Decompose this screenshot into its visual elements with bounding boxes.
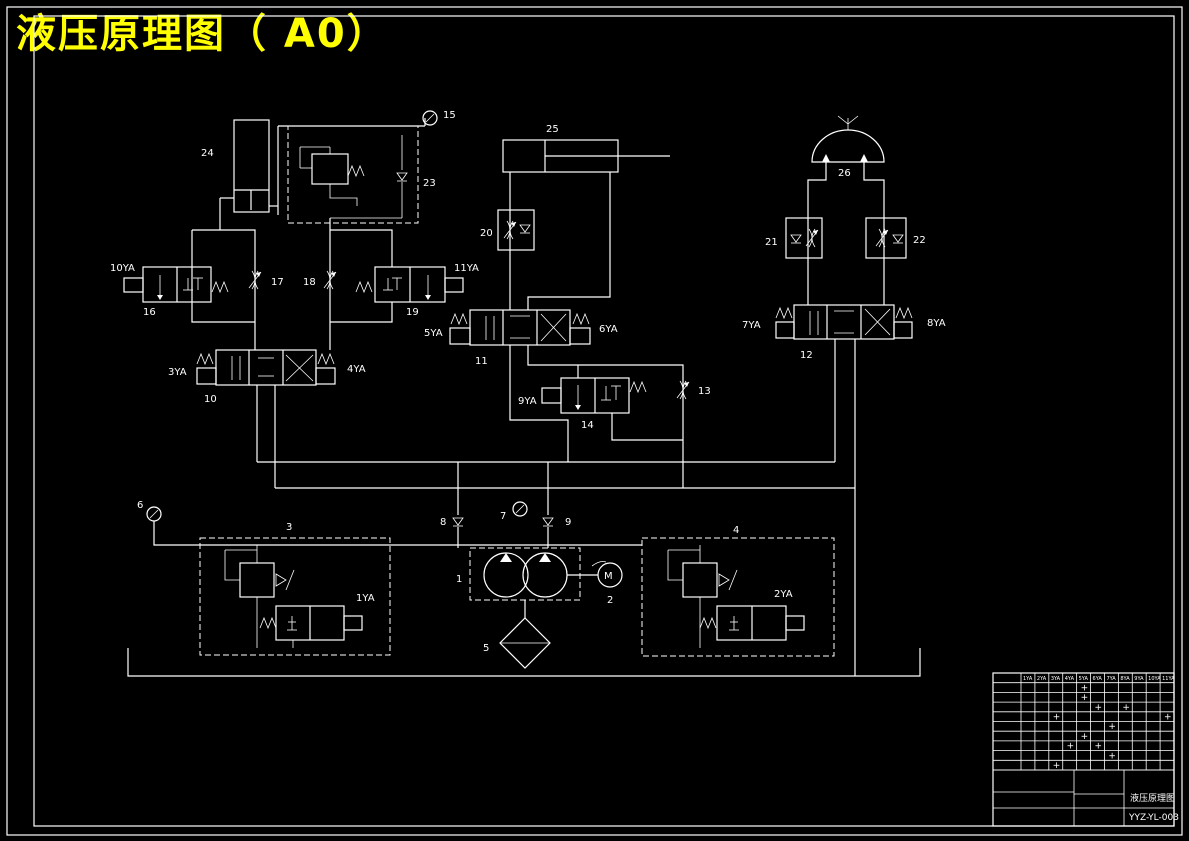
label-9: 9: [565, 517, 571, 528]
drawing-inner-border: [33, 15, 1175, 827]
label-26: 26: [838, 168, 851, 179]
solenoid-header: 5YA: [1079, 676, 1089, 682]
label-5: 5: [483, 643, 489, 654]
solenoid-header: 9YA: [1134, 676, 1144, 682]
double-pump-1: [469, 547, 598, 601]
action-plus-mark: +: [1081, 683, 1089, 693]
label-3: 3: [286, 522, 292, 533]
relief-unload-group-4: [641, 537, 835, 657]
label-19: 19: [406, 307, 419, 318]
label-7ya: 7YA: [742, 320, 761, 331]
label-16: 16: [143, 307, 156, 318]
label-12: 12: [800, 350, 813, 361]
pressure-gauge-6: [146, 506, 162, 522]
component-labels: 1 2 3 4 5 6 7 8 9 10 11 12 13 14 15 16 1…: [110, 110, 946, 654]
electric-motor-2: M: [591, 561, 623, 588]
drawing-name: 液压原理图: [1130, 792, 1175, 804]
solenoid-header: 3YA: [1051, 676, 1061, 682]
solenoid-header: 10YA: [1148, 676, 1161, 682]
solenoid-header: 4YA: [1065, 676, 1075, 682]
action-plus-mark: +: [1081, 732, 1089, 742]
action-plus-mark: +: [1053, 761, 1061, 771]
label-7: 7: [500, 511, 506, 522]
label-6ya: 6YA: [599, 324, 618, 335]
drawing-number: YYZ-YL-003: [1128, 813, 1179, 823]
action-plus-mark: +: [1108, 751, 1116, 761]
valve-14: [541, 377, 647, 414]
check-valve-9: [542, 517, 554, 527]
solenoid-header: 6YA: [1093, 676, 1103, 682]
label-8ya: 8YA: [927, 318, 946, 329]
label-9ya: 9YA: [518, 396, 537, 407]
relief-unload-group-3: [199, 537, 391, 656]
label-15: 15: [443, 110, 456, 121]
solenoid-header: 1YA: [1023, 676, 1033, 682]
action-plus-mark: +: [1081, 693, 1089, 703]
drawing-outer-border: [6, 6, 1183, 836]
label-8: 8: [440, 517, 446, 528]
label-11ya: 11YA: [454, 263, 479, 274]
label-11: 11: [475, 356, 488, 367]
label-22: 22: [913, 235, 926, 246]
label-6: 6: [137, 500, 143, 511]
label-14: 14: [581, 420, 594, 431]
solenoid-header: 2YA: [1037, 676, 1047, 682]
valve-11: [449, 309, 591, 346]
valve-16: [123, 266, 229, 303]
action-plus-mark: +: [1122, 703, 1130, 713]
check-valve-8: [452, 517, 464, 527]
throttle-check-20: [497, 209, 535, 251]
throttle-check-21: [785, 217, 823, 259]
label-2: 2: [607, 595, 613, 606]
cylinder-25: [502, 139, 670, 173]
action-plus-mark: +: [1108, 722, 1116, 732]
hydraulic-motor-26: [811, 115, 885, 163]
label-25: 25: [546, 124, 559, 135]
valve-19: [355, 266, 464, 303]
pressure-valve-group-23: [277, 118, 426, 224]
action-plus-mark: +: [1095, 703, 1103, 713]
filter-5: [499, 617, 551, 669]
action-plus-mark: +: [1067, 742, 1075, 752]
solenoid-header: 7YA: [1106, 676, 1116, 682]
solenoid-header: 8YA: [1120, 676, 1130, 682]
label-1ya: 1YA: [356, 593, 375, 604]
svg-text:M: M: [604, 571, 613, 582]
label-23: 23: [423, 178, 436, 189]
page-title: 液压原理图（ A0）: [16, 11, 389, 57]
label-10: 10: [204, 394, 217, 405]
label-20: 20: [480, 228, 493, 239]
throttle-check-22: [865, 217, 907, 259]
label-3ya: 3YA: [168, 367, 187, 378]
label-4ya: 4YA: [347, 364, 366, 375]
label-17: 17: [271, 277, 284, 288]
label-10ya: 10YA: [110, 263, 135, 274]
cylinder-24: [219, 119, 278, 230]
pressure-gauge-7: [512, 501, 528, 517]
valve-12: [775, 304, 913, 340]
label-4: 4: [733, 525, 739, 536]
label-5ya: 5YA: [424, 328, 443, 339]
tank-line: [127, 648, 921, 677]
label-1: 1: [456, 574, 462, 585]
action-plus-mark: +: [1095, 742, 1103, 752]
action-plus-mark: +: [1164, 713, 1172, 723]
valve-10: [196, 349, 336, 386]
action-plus-mark: +: [1053, 713, 1061, 723]
label-2ya: 2YA: [774, 589, 793, 600]
label-21: 21: [765, 237, 778, 248]
solenoid-header: 11YA: [1162, 676, 1175, 682]
label-13: 13: [698, 386, 711, 397]
label-18: 18: [303, 277, 316, 288]
label-24: 24: [201, 148, 214, 159]
